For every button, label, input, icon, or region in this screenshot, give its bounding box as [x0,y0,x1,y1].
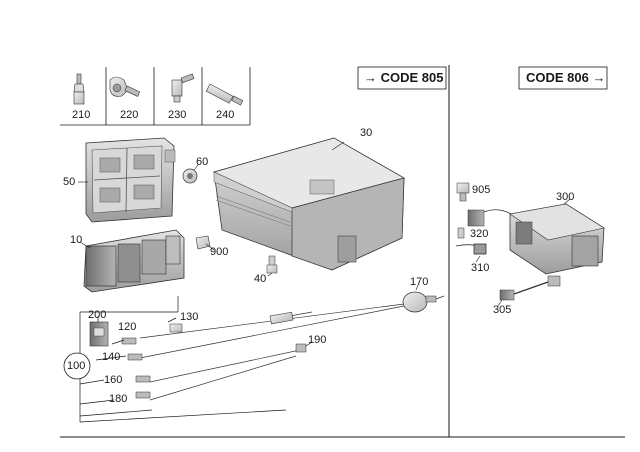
callout-190: 190 [308,334,327,346]
callout-900: 900 [210,246,229,258]
plug-190-part [295,343,307,353]
terminal-180 [135,391,151,399]
elbow-connector-icon [109,76,141,97]
sensor-part [402,291,445,313]
cable-305-part [499,275,561,301]
callout-120: 120 [118,321,137,333]
code-805-box [357,66,447,90]
terminal-140 [127,353,143,361]
clip-part [195,235,211,250]
callout-60: 60 [196,156,209,168]
callout-180: 180 [109,393,128,405]
code-805-label: → CODE 805 [364,70,444,86]
callout-200: 200 [88,309,107,321]
right-arrow-icon: → [592,70,606,85]
cable-tube-part [269,311,294,325]
fitting-label-240: 240 [216,109,235,121]
fitting-label-220: 220 [120,109,139,121]
terminal-120 [121,337,137,345]
terminal-160 [135,375,151,383]
bulb-part [266,255,278,274]
control-unit-300-part [509,203,605,275]
code-806-label: CODE 806 → [526,70,606,86]
straight-connector-icon [73,73,85,105]
callout-320: 320 [470,228,489,240]
callout-50: 50 [63,176,76,188]
relay-part [467,209,485,227]
switch-block-part [83,229,185,293]
control-board-part [85,137,176,223]
grommet-part [182,168,198,184]
callout-140: 140 [102,351,121,363]
callout-300: 300 [556,191,575,203]
fuse-905-part [456,182,470,202]
callout-310: 310 [471,262,490,274]
code-806-box [518,66,608,90]
right-arrow-icon: → [364,70,377,85]
callout-circle-100 [63,352,91,380]
callout-130: 130 [180,311,199,323]
main-housing-part [212,137,405,271]
angled-connector-icon [171,73,195,103]
inline-connector-icon [205,83,244,106]
callout-10: 10 [70,234,83,246]
socket-part [169,323,183,333]
callout-305: 305 [493,304,512,316]
callout-30: 30 [360,127,373,139]
callout-40: 40 [254,273,267,285]
code-806-text: CODE 806 [526,70,589,85]
fitting-label-230: 230 [168,109,187,121]
pin-320-part [457,227,465,239]
connector-housing-part [89,321,109,347]
callout-160: 160 [104,374,123,386]
fitting-label-210: 210 [72,109,91,121]
code-805-text: CODE 805 [380,70,444,85]
callout-170: 170 [410,276,429,288]
callout-100: 100 [67,360,86,372]
callout-905: 905 [472,184,491,196]
